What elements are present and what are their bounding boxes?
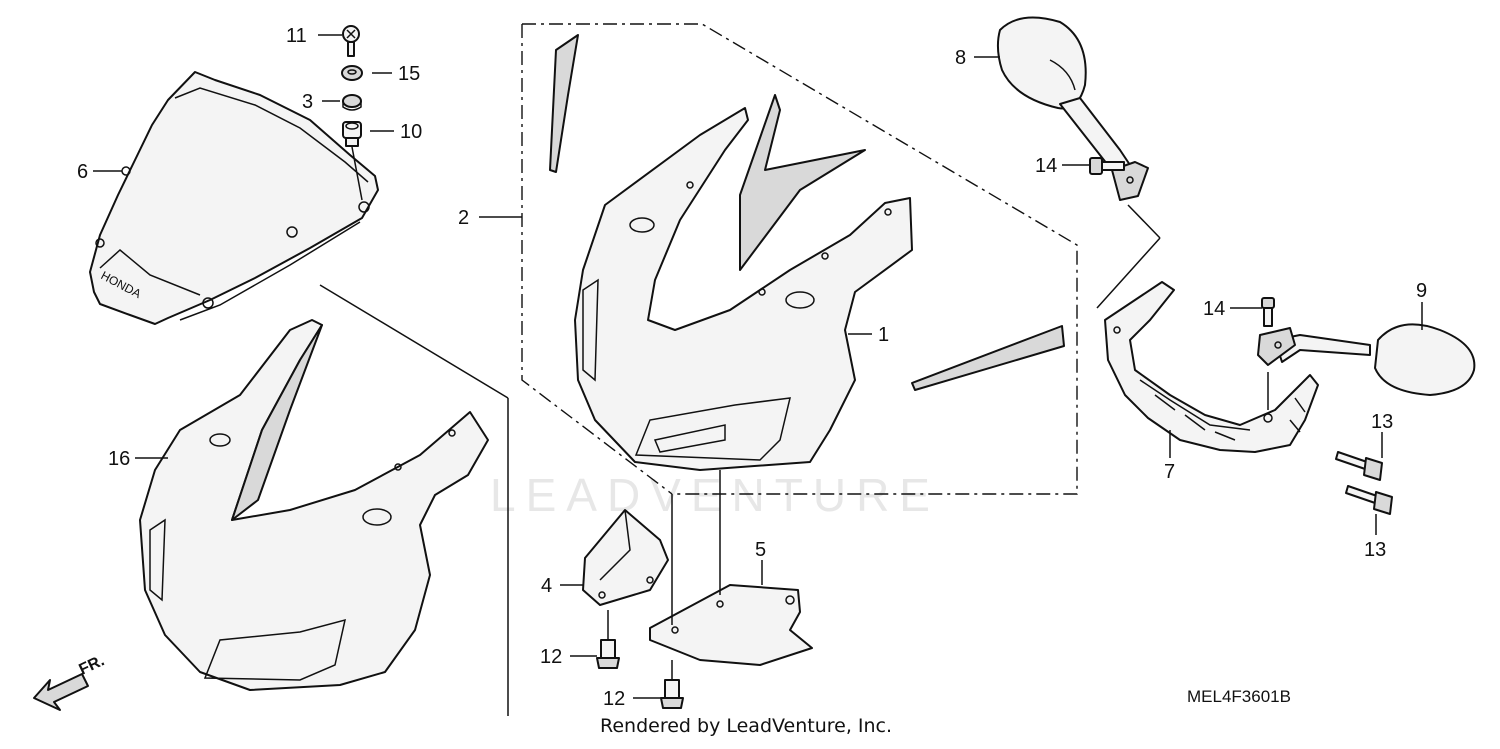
callout-1: 1 [878, 324, 889, 346]
bolt-13-upper[interactable] [1335, 451, 1383, 481]
callout-4: 4 [541, 575, 552, 597]
assembly-box [521, 23, 1078, 495]
windscreen[interactable]: HONDA [89, 71, 379, 325]
callout-14-left: 14 [1035, 155, 1057, 177]
front-arrow-label: FR. [77, 652, 108, 678]
callout-16: 16 [108, 448, 130, 470]
washer-15[interactable] [341, 65, 363, 81]
callout-14-right: 14 [1203, 298, 1225, 320]
callout-12-upper: 12 [540, 646, 562, 668]
callout-8: 8 [955, 47, 966, 69]
well-nut-10[interactable] [342, 121, 362, 147]
clip-12-lower[interactable] [660, 679, 684, 709]
callout-7: 7 [1164, 461, 1175, 483]
mirror-right[interactable] [1257, 323, 1476, 396]
watermark: LEADVENTURE [490, 469, 940, 521]
callout-3: 3 [302, 91, 313, 113]
credit-text: Rendered by LeadVenture, Inc. [600, 715, 893, 737]
bolt-14-left[interactable] [1089, 157, 1125, 175]
upper-cowl-complete[interactable] [139, 319, 489, 691]
inner-panel-left[interactable] [582, 509, 669, 606]
mirror-left[interactable] [996, 16, 1149, 201]
callout-11: 11 [286, 25, 307, 47]
callout-5: 5 [755, 539, 766, 561]
callout-13-lower: 13 [1364, 539, 1386, 561]
clip-12-upper[interactable] [596, 639, 620, 669]
inner-panel-right[interactable] [649, 584, 813, 666]
decal-side[interactable] [911, 325, 1065, 391]
decal-upper[interactable] [549, 34, 579, 173]
nut-3[interactable] [342, 94, 362, 111]
callout-2: 2 [458, 207, 469, 229]
bolt-14-right[interactable] [1261, 297, 1275, 327]
diagram-code: MEL4F3601B [1187, 687, 1291, 706]
front-arrow-icon: FR. [33, 652, 108, 711]
callout-15: 15 [398, 63, 420, 85]
upper-cowl[interactable] [574, 94, 913, 471]
callout-9: 9 [1416, 280, 1427, 302]
callout-6: 6 [77, 161, 88, 183]
bolt-13-lower[interactable] [1345, 485, 1393, 515]
callout-10: 10 [400, 121, 422, 143]
screw-11[interactable] [342, 25, 360, 57]
callout-13-upper: 13 [1371, 411, 1393, 433]
callout-12-lower: 12 [603, 688, 625, 710]
